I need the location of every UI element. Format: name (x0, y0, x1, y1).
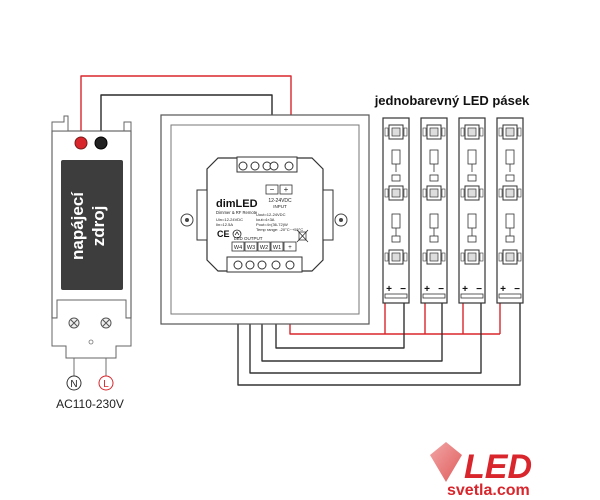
logo-mark (430, 442, 462, 482)
input-voltage-label: 12-24VDC (268, 198, 292, 204)
supply-terminal-minus (94, 136, 108, 150)
resistor (391, 213, 401, 229)
input-sub-label: INPUT (273, 204, 287, 209)
output-label: LED OUTPUT (234, 236, 263, 241)
strip-title: jednobarevný LED pásek (374, 93, 530, 108)
strip-body (420, 117, 448, 304)
resistor (467, 213, 477, 229)
logo-main-text: LED (464, 448, 532, 486)
spec-left-2: Iin=12.5A (216, 222, 233, 227)
supply-label-line1: napájecí (68, 191, 87, 260)
strip-minus-label: − (476, 284, 482, 295)
mains-l-label: L (103, 379, 109, 390)
rf-icon (232, 229, 242, 239)
controller-subtitle: Dimmer & RF Remote (216, 210, 258, 215)
mains-voltage-label: AC110-230V (56, 397, 124, 411)
power-supply: napájecí zdroj N L AC110-230V (51, 115, 132, 411)
strip-plus-label: + (386, 284, 392, 295)
strip-plus-label: + (462, 284, 468, 295)
led-strip-4: +− (496, 117, 524, 304)
output-label-row: W4 W3 W2 W1 + (231, 241, 297, 252)
strip-plus-label: + (500, 284, 506, 295)
controller: − + 12-24VDC INPUT dimLED Dimmer & RF Re… (196, 156, 334, 273)
strip-pad (460, 293, 484, 299)
logo: LED svetla.com (430, 442, 532, 499)
spec-left-1: Uin=12-24VDC (216, 217, 243, 222)
supply-terminal-plus (74, 136, 88, 150)
input-plus-label: + (284, 185, 289, 194)
resistor (429, 149, 439, 165)
out-label-w2: W2 (260, 245, 268, 251)
spec-right-3: Pout=4×(36-72)W (256, 222, 288, 227)
led-strip-3: +− (458, 117, 486, 304)
resistor (391, 149, 401, 165)
controller-brand: dimLED (216, 198, 258, 210)
weee-icon (296, 229, 309, 243)
strip-pad (498, 293, 522, 299)
out-label-w3: W3 (247, 245, 255, 251)
led-strip-1: +− (382, 117, 410, 304)
strip-body (496, 117, 524, 304)
out-label-w4: W4 (234, 245, 242, 251)
resistor (505, 213, 515, 229)
resistor (467, 149, 477, 165)
logo-sub-text: svetla.com (447, 482, 530, 499)
spec-right-4: Temp range: -20°C~+55°C (256, 227, 303, 232)
input-minus-label: − (270, 185, 275, 194)
led-strips: +−+−+−+− (382, 117, 524, 304)
mains-n-symbol (66, 375, 82, 391)
strip-pad (422, 293, 446, 299)
strip-body (382, 117, 410, 304)
ce-mark: CE (217, 229, 230, 239)
strip-plus-label: + (424, 284, 430, 295)
resistor (429, 213, 439, 229)
mains-n-label: N (70, 379, 77, 390)
supply-label-line2: zdroj (89, 206, 108, 247)
strip-minus-label: − (438, 284, 444, 295)
strip-pad (384, 293, 408, 299)
input-terminal-minus (269, 161, 279, 171)
spec-right-2: Iout=4×3A (256, 217, 275, 222)
supply-mounting-plate (51, 299, 132, 359)
resistor (505, 149, 515, 165)
out-label-w1: W1 (273, 245, 281, 251)
out-label-plus: + (288, 245, 292, 251)
spec-right-1: Uout=12-24VDC (256, 212, 286, 217)
input-terminal-plus (284, 161, 294, 171)
strip-minus-label: − (514, 284, 520, 295)
strip-minus-label: − (400, 284, 406, 295)
supply-label-panel (61, 160, 123, 290)
mains-l-symbol (98, 375, 114, 391)
wire-w4 (237, 268, 521, 386)
strip-body (458, 117, 486, 304)
led-strip-2: +− (420, 117, 448, 304)
wall-panel-inner (170, 124, 360, 315)
